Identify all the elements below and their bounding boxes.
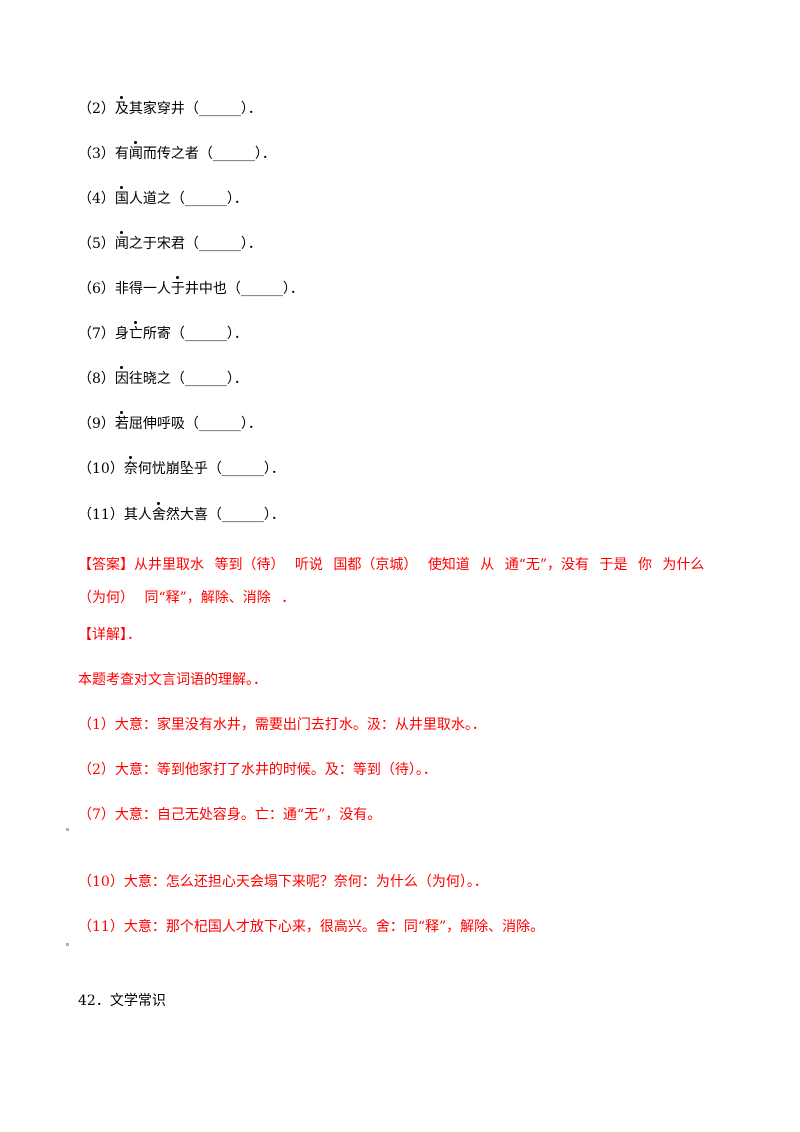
question-4: （4）国人道之（______）． [78, 186, 248, 207]
question-10: （10）奈何忧崩坠乎（______）． [78, 456, 285, 477]
answer-block: 【答案】从井里取水 等到（待） 听说 国都（京城） 使知道 从 通“无”，没有 … [78, 549, 718, 615]
question-9: （9）若屈伸呼吸（______）． [78, 411, 262, 432]
detail-label: 【详解】 [78, 627, 127, 643]
answer-item: 同“释”，解除、消除 [144, 590, 271, 606]
detail-line-2: （2）大意：等到他家打了水井的时候。及：等到（待）。． [78, 762, 437, 778]
answer-item: 国都（京城） [333, 557, 418, 573]
question-7: （7）身亡所寄（______）． [78, 321, 248, 342]
answer-item: 听说 [294, 557, 323, 573]
dotted-character: 因 [114, 366, 129, 387]
paragraph-mark [66, 943, 69, 946]
dotted-character: 于 [170, 276, 185, 297]
answer-item: 为什么（为何） [78, 557, 705, 606]
detail-heading: 【详解】． [78, 627, 141, 643]
question-number: （8） [78, 371, 115, 387]
answer-item: 从井里取水 [134, 557, 204, 573]
detail-line-1: （1）大意：家里没有水井，需要出门去打水。汲：从井里取水。． [78, 717, 486, 733]
answer-item: 你 [637, 557, 652, 573]
answer-item: 通“无”，没有 [504, 557, 590, 573]
question-number: （7） [78, 326, 115, 342]
question-number: （9） [78, 416, 115, 432]
dotted-character: 奈 [123, 456, 138, 477]
question-8: （8）因往晓之（______）． [78, 366, 248, 387]
question-6: （6）非得一人于井中也（______）． [78, 276, 304, 297]
dotted-character: 闻 [114, 231, 129, 252]
question-number: （5） [78, 236, 115, 252]
question-number: （10） [78, 461, 124, 477]
dotted-character: 国 [114, 186, 129, 207]
paragraph-mark [66, 828, 69, 831]
answer-item: 等到（待） [214, 557, 285, 573]
detail-line-10: （10）大意：怎么还担心天会塌下来呢？奈何：为什么（为何）。． [78, 874, 488, 890]
dotted-character: 闻 [128, 141, 143, 162]
question-3: （3）有闻而传之者（______）． [78, 141, 276, 162]
question-11: （11）其人舍然大喜（______）． [78, 502, 285, 523]
dotted-character: 亡 [128, 321, 143, 342]
question-2: （2）及其家穿井（______）． [78, 96, 262, 117]
detail-line-11: （11）大意：那个杞国人才放下心来，很高兴。舍：同“释”，解除、消除。 [78, 919, 545, 935]
question-number: （2） [78, 101, 115, 117]
detail-line-7: （7）大意：自己无处容身。亡：通“无”，没有。 [78, 807, 382, 823]
answer-item: 从 [480, 557, 495, 573]
next-question-title: 42．文学常识 [78, 993, 166, 1009]
question-number: （4） [78, 191, 115, 207]
question-number: （6） [78, 281, 115, 297]
question-number: （3） [78, 146, 115, 162]
dotted-character: 若 [114, 411, 129, 432]
question-number: （11） [78, 507, 124, 523]
answer-label: 【答案】 [78, 557, 134, 573]
answer-item: 使知道 [427, 557, 470, 573]
answer-item: ． [281, 590, 296, 606]
answer-item: 于是 [599, 557, 628, 573]
question-5: （5）闻之于宋君（______）． [78, 231, 262, 252]
detail-intro: 本题考查对文言词语的理解。． [78, 672, 267, 688]
dotted-character: 舍 [151, 502, 166, 523]
dotted-character: 及 [114, 96, 129, 117]
